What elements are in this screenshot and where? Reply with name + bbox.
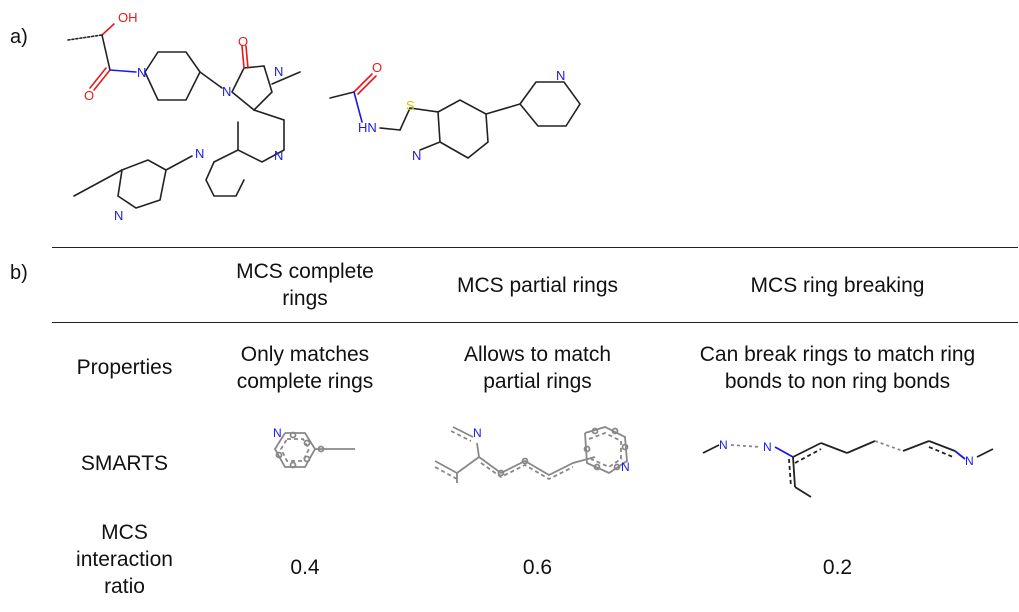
property-partial-rings: Allows to match partial rings: [463, 343, 612, 393]
panel-b-label: b): [10, 262, 28, 284]
smarts-ring-breaking: [702, 440, 994, 498]
property-ring-breaking: Can break rings to match ring bonds to n…: [699, 343, 976, 393]
atom-n-imidazole: N: [222, 84, 231, 99]
table-top-rule: [52, 247, 1018, 248]
atom-oh: OH: [118, 10, 138, 25]
smarts-complete-rings: [273, 431, 355, 469]
atom-n-pyridine-c: N: [114, 208, 123, 223]
atom-hn: HN: [358, 120, 377, 135]
panel-a-label: a): [10, 26, 28, 48]
atom-n-methyl: N: [274, 64, 283, 79]
ratio-partial-rings: 0.6: [522, 556, 553, 579]
atom-n-piperidine: N: [137, 65, 146, 80]
atom-n-pyridine-d: N: [556, 68, 565, 83]
row-label-properties: Properties: [76, 356, 173, 379]
smarts-breaking-n3: N: [965, 454, 974, 468]
smarts-breaking-n1: N: [719, 438, 728, 452]
smarts-complete-n: N: [273, 426, 282, 440]
column-header-complete-rings: MCS complete rings: [236, 260, 374, 310]
atom-s: S: [406, 98, 415, 113]
column-header-ring-breaking: MCS ring breaking: [750, 274, 925, 297]
table-header-rule: [52, 322, 1018, 323]
ratio-ring-breaking: 0.2: [822, 556, 853, 579]
smarts-partial-n2: N: [621, 460, 630, 474]
column-header-partial-rings: MCS partial rings: [456, 274, 619, 297]
row-label-interaction-ratio: MCS interaction ratio: [76, 521, 173, 598]
atom-n-pyridine-b: N: [195, 146, 204, 161]
atom-o-acetamide: O: [372, 60, 382, 75]
property-complete-rings: Only matches complete rings: [236, 343, 374, 393]
row-label-smarts: SMARTS: [80, 452, 169, 475]
atom-n-pyridine-a: N: [274, 148, 283, 163]
smarts-partial-n1: N: [473, 426, 482, 440]
atom-n-thiazole: N: [412, 148, 421, 163]
panel-a-molecules: OH O N N O N N N N O HN S N N: [67, 10, 581, 223]
smarts-breaking-n2: N: [763, 440, 772, 454]
ratio-complete-rings: 0.4: [290, 556, 320, 579]
smarts-partial-rings: [434, 426, 629, 483]
atom-o-imidazolone: O: [238, 34, 248, 49]
atom-o-carbonyl: O: [84, 88, 94, 103]
smarts-drawings: N N N N N N: [273, 426, 994, 498]
